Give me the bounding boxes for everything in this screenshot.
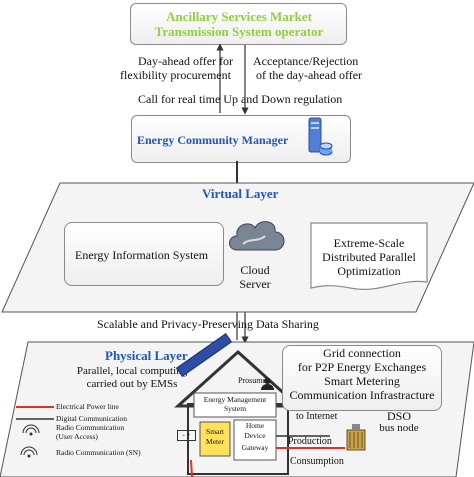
legend-lines <box>16 406 54 458</box>
parallel-label-2: carried out by EMSs <box>86 378 178 390</box>
battery-icon: - + <box>177 430 196 441</box>
grid-label-1: Grid connection <box>323 346 401 360</box>
accept-label-1: Acceptance/Rejection <box>253 54 359 68</box>
manager-down-arrow <box>236 161 238 183</box>
radio-sn-swatch <box>20 446 38 456</box>
prosumer-label: Prosumer <box>238 376 269 385</box>
grid-label-4: Communication Infrastracture <box>289 388 435 402</box>
opt-label-1: Extreme-Scale <box>333 236 405 250</box>
legend-radio-1: Radio Communication <box>56 423 125 432</box>
eis-box <box>64 222 224 286</box>
grid-box <box>282 345 442 411</box>
legend-power: Electrical Power line <box>56 402 119 411</box>
physical-layer-title: Physical Layer <box>105 348 188 363</box>
gateway-label-2: Device <box>244 431 266 440</box>
meter-label-1: Smart <box>206 427 224 436</box>
user-icon <box>261 378 275 390</box>
offer-label-1: Day-ahead offer for <box>138 54 234 68</box>
market-subtitle: Transmission System operator <box>154 24 324 39</box>
solar-panel <box>175 333 233 377</box>
offer-label-2: flexibility procurement <box>120 68 231 82</box>
radio-user-swatch <box>22 424 40 434</box>
gateway-box <box>233 419 277 461</box>
parallel-label-1: Parallel, local computing <box>76 365 188 377</box>
cloud-icon <box>229 221 285 251</box>
opt-label-3: Optimization <box>337 264 401 278</box>
call-label: Call for real time Up and Down regulatio… <box>138 92 343 106</box>
legend-radio-2: (User Access) <box>56 432 98 441</box>
server-icon <box>308 117 333 156</box>
optimization-box <box>310 222 428 290</box>
grid-label-3: Smart Metering <box>324 374 400 388</box>
meter-box <box>199 421 231 457</box>
cloud-label-2: Server <box>239 277 271 291</box>
legend-radio-sn: Radio Communication (SN) <box>56 448 141 457</box>
market-title: Ancillary Services Market <box>166 9 312 24</box>
manager-label: Energy Community Manager <box>137 133 289 147</box>
legend-digital: Digital Communication <box>56 414 128 423</box>
dso-label-1: DSO <box>386 409 411 423</box>
dso-transformer-icon <box>346 424 366 451</box>
ems-box <box>193 392 277 418</box>
accept-label-2: of the day-ahead offer <box>256 68 363 82</box>
gateway-label-1: Home <box>245 421 265 430</box>
gateway-label-3: Gateway <box>241 443 269 452</box>
sharing-label: Scalable and Privacy-Preserving Data Sha… <box>97 317 319 331</box>
consumption-label: Consumption <box>290 456 344 467</box>
ems-label-2: System <box>223 404 247 413</box>
virtual-layer-title: Virtual Layer <box>202 186 279 201</box>
production-label: Production <box>288 436 332 447</box>
ems-label-1: Energy Management <box>203 395 267 404</box>
market-box <box>130 3 347 45</box>
opt-label-2: Distributed Parallel <box>322 250 416 264</box>
cloud-label-1: Cloud <box>240 263 270 277</box>
meter-label-2: Meter <box>206 437 224 446</box>
to-internet-label: to Internet <box>296 411 338 422</box>
eis-label: Energy Information System <box>75 248 209 262</box>
grid-label-2: for P2P Energy Exchanges <box>297 360 427 374</box>
dso-label-2: bus node <box>379 422 419 434</box>
